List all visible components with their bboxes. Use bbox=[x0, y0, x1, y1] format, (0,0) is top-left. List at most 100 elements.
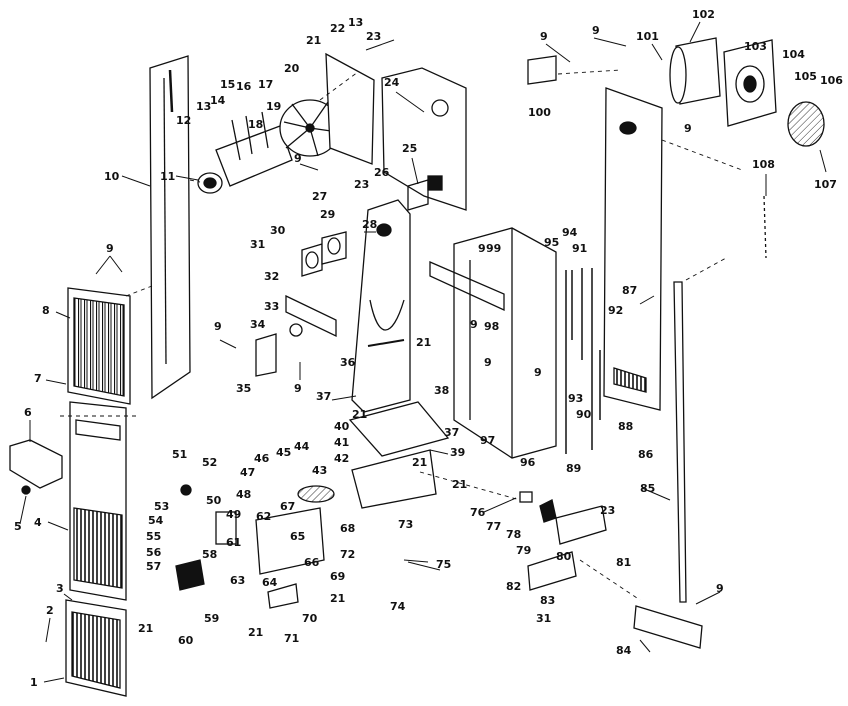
callout-71: 71 bbox=[284, 632, 299, 645]
callout-101: 101 bbox=[636, 30, 659, 43]
callout-21: 21 bbox=[306, 34, 321, 47]
callout-67: 67 bbox=[280, 500, 295, 513]
callout-labels: 1 2 3 4 5 6 7 8 9 9 9 9 9 9 9 9 9 9 9 9 … bbox=[14, 8, 843, 689]
callout-103: 103 bbox=[744, 40, 767, 53]
callout-82: 82 bbox=[506, 580, 521, 593]
callout-27: 27 bbox=[312, 190, 327, 203]
assembly-lines bbox=[60, 69, 743, 601]
callout-43: 43 bbox=[312, 464, 327, 477]
callout-66: 66 bbox=[304, 556, 320, 569]
callout-50: 50 bbox=[206, 494, 222, 507]
parts-drawing bbox=[9, 37, 825, 697]
callout-37: 37 bbox=[316, 390, 331, 403]
callout-92: 92 bbox=[608, 304, 623, 317]
callout-77: 77 bbox=[486, 520, 501, 533]
callout-40: 40 bbox=[334, 420, 350, 433]
callout-60: 60 bbox=[178, 634, 194, 647]
callout-9: 9 bbox=[716, 582, 724, 595]
callout-98: 98 bbox=[484, 320, 499, 333]
callout-9: 9 bbox=[484, 356, 492, 369]
upper-grille-part bbox=[67, 287, 131, 405]
callout-6: 6 bbox=[24, 406, 32, 419]
callout-24: 24 bbox=[384, 76, 400, 89]
callout-95: 95 bbox=[544, 236, 559, 249]
callout-9: 9 bbox=[106, 242, 114, 255]
callout-9: 9 bbox=[534, 366, 542, 379]
callout-93: 93 bbox=[568, 392, 583, 405]
callout-15: 15 bbox=[220, 78, 235, 91]
gasket-part bbox=[407, 179, 429, 211]
callout-49: 49 bbox=[226, 508, 241, 521]
callout-9: 9 bbox=[540, 30, 548, 43]
callout-91: 91 bbox=[572, 242, 587, 255]
callout-21: 21 bbox=[352, 408, 367, 421]
callout-59: 59 bbox=[204, 612, 219, 625]
callout-62: 62 bbox=[256, 510, 271, 523]
blower-housing-part bbox=[325, 52, 375, 165]
callout-73: 73 bbox=[398, 518, 413, 531]
callout-9: 9 bbox=[592, 24, 600, 37]
callout-21: 21 bbox=[452, 478, 467, 491]
callout-21: 21 bbox=[412, 456, 427, 469]
callout-2: 2 bbox=[46, 604, 54, 617]
callout-13: 13 bbox=[348, 16, 363, 29]
callout-33: 33 bbox=[264, 300, 279, 313]
right-front-panel-part bbox=[603, 87, 663, 411]
callout-21: 21 bbox=[330, 592, 345, 605]
callout-1: 1 bbox=[30, 676, 38, 689]
callout-51: 51 bbox=[172, 448, 187, 461]
callout-9: 9 bbox=[470, 318, 478, 331]
callout-55: 55 bbox=[146, 530, 161, 543]
callout-58: 58 bbox=[202, 548, 217, 561]
callout-48: 48 bbox=[236, 488, 251, 501]
vent-terminal-part bbox=[669, 37, 825, 147]
callout-86: 86 bbox=[638, 448, 654, 461]
callout-7: 7 bbox=[34, 372, 42, 385]
callout-105: 105 bbox=[794, 70, 817, 83]
callout-81: 81 bbox=[616, 556, 631, 569]
callout-90: 90 bbox=[576, 408, 592, 421]
callout-21: 21 bbox=[416, 336, 431, 349]
heat-exchanger-panel-part bbox=[381, 67, 467, 211]
lower-grille-part bbox=[65, 599, 127, 697]
callout-88: 88 bbox=[618, 420, 633, 433]
callout-29: 29 bbox=[320, 208, 335, 221]
callout-96: 96 bbox=[520, 456, 536, 469]
callout-31: 31 bbox=[536, 612, 551, 625]
callout-42: 42 bbox=[334, 452, 349, 465]
callout-63: 63 bbox=[230, 574, 245, 587]
callout-106: 106 bbox=[820, 74, 843, 87]
motor-assembly-part bbox=[197, 111, 293, 194]
callout-78: 78 bbox=[506, 528, 521, 541]
callout-4: 4 bbox=[34, 516, 42, 529]
callout-83: 83 bbox=[540, 594, 555, 607]
callout-52: 52 bbox=[202, 456, 217, 469]
callout-20: 20 bbox=[284, 62, 300, 75]
callout-11: 11 bbox=[160, 170, 175, 183]
callout-36: 36 bbox=[340, 356, 356, 369]
side-panel-part bbox=[149, 55, 191, 400]
callout-57: 57 bbox=[146, 560, 161, 573]
callout-17: 17 bbox=[258, 78, 273, 91]
callout-39: 39 bbox=[450, 446, 465, 459]
callout-35: 35 bbox=[236, 382, 251, 395]
callout-84: 84 bbox=[616, 644, 632, 657]
callout-74: 74 bbox=[390, 600, 406, 613]
callout-44: 44 bbox=[294, 440, 310, 453]
cabinet-part bbox=[429, 227, 557, 459]
callout-65: 65 bbox=[290, 530, 305, 543]
callout-23: 23 bbox=[600, 504, 615, 517]
callout-56: 56 bbox=[146, 546, 162, 559]
callout-13: 13 bbox=[196, 100, 211, 113]
callout-54: 54 bbox=[148, 514, 164, 527]
callout-45: 45 bbox=[276, 446, 291, 459]
callout-94: 94 bbox=[562, 226, 578, 239]
callout-47: 47 bbox=[240, 466, 255, 479]
base-plate-part bbox=[633, 605, 703, 649]
callout-87: 87 bbox=[622, 284, 637, 297]
callout-97: 97 bbox=[480, 434, 495, 447]
valve-bracket-part bbox=[255, 294, 337, 377]
callout-9: 9 bbox=[684, 122, 692, 135]
callout-14: 14 bbox=[210, 94, 226, 107]
